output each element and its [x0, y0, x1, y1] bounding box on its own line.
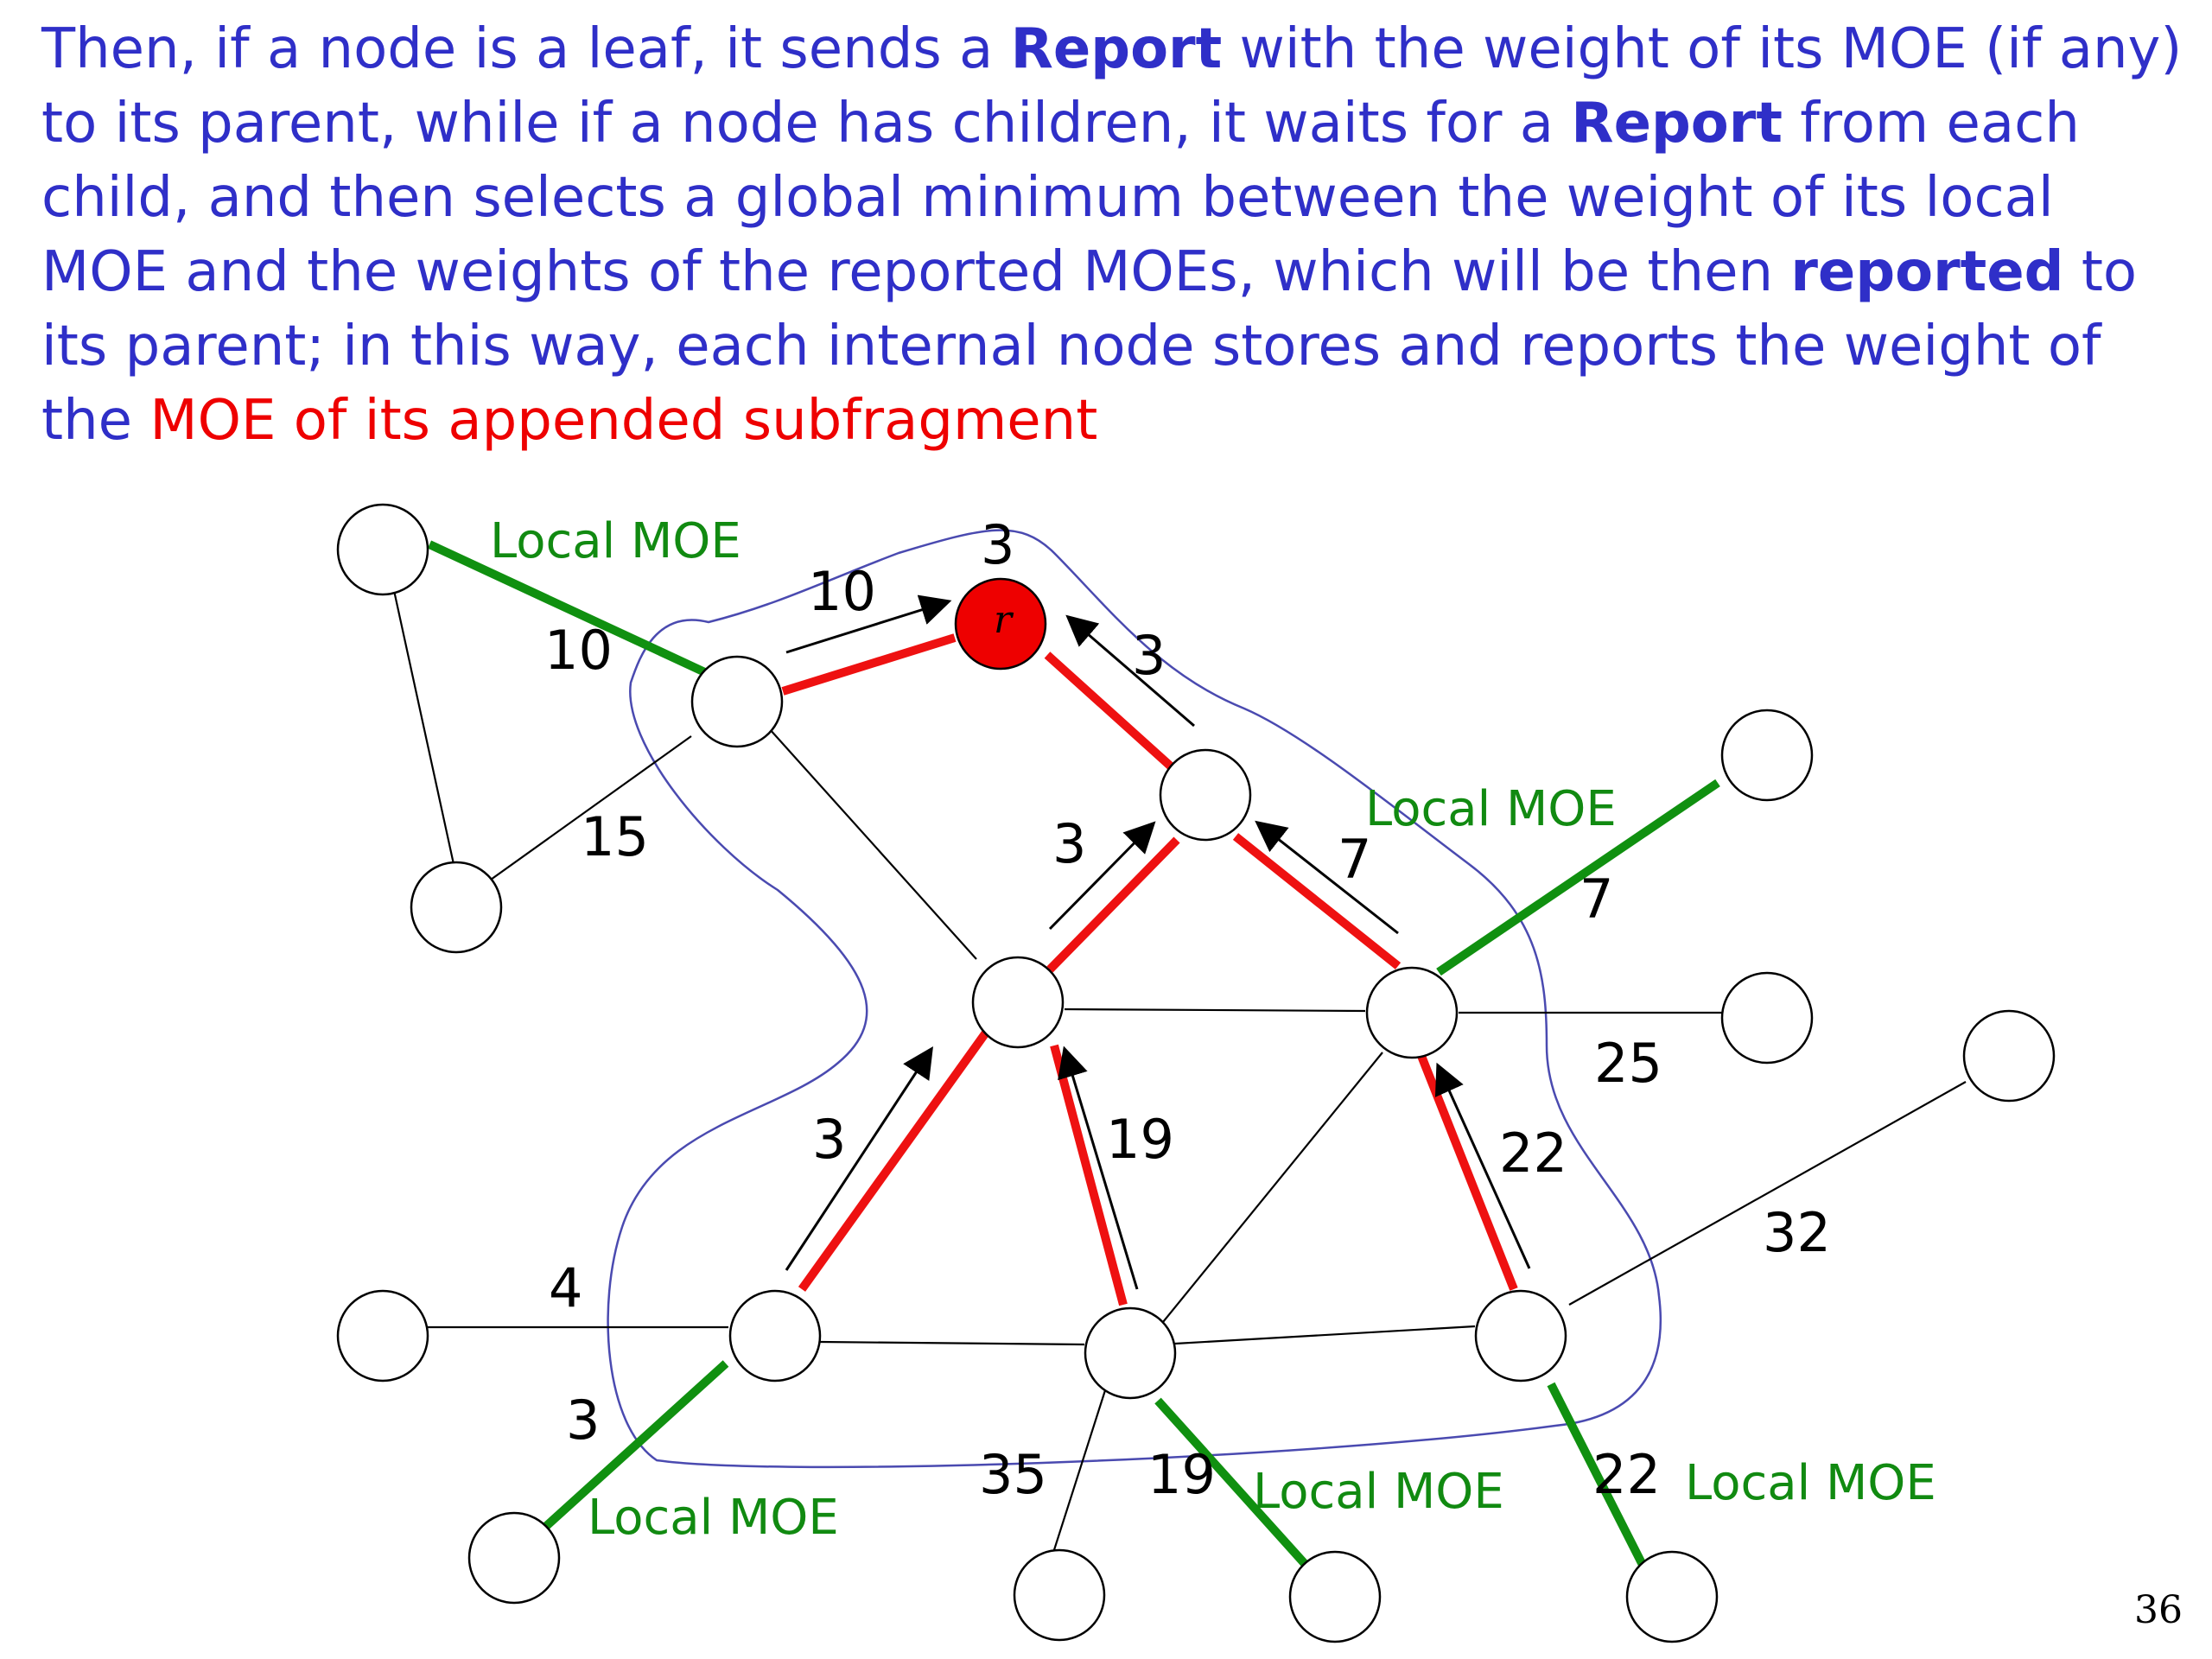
weight-label: 3: [1052, 812, 1086, 875]
edge-15: [490, 735, 692, 880]
edge-a-to-c: [768, 728, 977, 960]
fragment-boundary: [607, 529, 1662, 1469]
tree-edge-g-c: [1050, 1044, 1128, 1306]
arrow-report-b-root: [1065, 614, 1195, 728]
weight-label: 7: [1580, 868, 1613, 931]
weight-label: 3: [981, 513, 1014, 576]
edge-c-to-d: [1064, 1007, 1366, 1013]
node-middle-left-leaf: [410, 861, 503, 954]
local-moe-label-bottom-left: Local MOE: [588, 1490, 839, 1546]
tree-edge-c-b: [1046, 836, 1180, 973]
weight-label: 19: [1106, 1108, 1174, 1171]
moe-edge-top-left: [427, 540, 711, 678]
moe-edge-bottom-mid: [1154, 1397, 1310, 1569]
node-g: [1084, 1306, 1177, 1400]
edge-f-to-g: [819, 1340, 1085, 1346]
text-part-2: with the weight of its MOE (if any) to i…: [41, 17, 2183, 156]
edge-tl-to-ml: [383, 546, 455, 865]
node-b: [1159, 748, 1252, 842]
edge-g-to-h: [1174, 1325, 1476, 1345]
tree-edge-f-c: [798, 1024, 995, 1292]
local-moe-label-right: Local MOE: [1365, 781, 1617, 837]
node-bottom-3-leaf: [1288, 1550, 1382, 1643]
text-bold-report-2: Report: [1571, 92, 1783, 156]
node-bottom-1-leaf: [467, 1511, 561, 1605]
weight-label: 3: [1132, 624, 1166, 687]
node-c: [971, 956, 1065, 1049]
node-bottom-left-leaf: [336, 1289, 429, 1382]
local-moe-label-bottom-right: Local MOE: [1685, 1455, 1936, 1511]
tree-edge-root-b: [1044, 652, 1174, 770]
moe-edge-bottom-left: [539, 1360, 729, 1533]
text-part-4: to its parent; in this way, each interna…: [41, 240, 2138, 453]
edge-d-to-g: [1162, 1052, 1383, 1323]
arrow-report-a-root: [785, 594, 952, 654]
weight-label: 3: [812, 1108, 846, 1171]
slide-paragraph: Then, if a node is a leaf, it sends a Re…: [41, 12, 2184, 458]
weight-label: 25: [1594, 1032, 1662, 1095]
local-moe-label-top: Local MOE: [490, 513, 741, 569]
text-part-3: from each child, and then selects a glob…: [41, 92, 2080, 304]
text-red-highlight: MOE of its appended subfragment: [149, 389, 1098, 453]
weight-label: 10: [544, 619, 613, 682]
weight-label: 15: [581, 805, 649, 868]
text-part-1: Then, if a node is a leaf, it sends a: [41, 17, 1011, 81]
node-bottom-2-leaf: [1013, 1548, 1106, 1642]
node-bottom-4-leaf: [1625, 1550, 1719, 1643]
weight-label: 32: [1763, 1201, 1831, 1264]
node-right-top-leaf: [1720, 709, 1814, 802]
tree-edge-a-root: [781, 633, 957, 696]
weight-label: 7: [1338, 828, 1371, 891]
node-root: [954, 577, 1047, 671]
node-far-right-leaf: [1962, 1009, 2056, 1103]
node-f: [728, 1289, 822, 1382]
moe-edge-bottom-right: [1547, 1382, 1649, 1571]
weight-label: 4: [549, 1256, 582, 1319]
arrow-report-h-d: [1434, 1062, 1531, 1269]
arrow-report-d-b: [1255, 820, 1399, 935]
arrow-report-g-c: [1058, 1046, 1139, 1290]
node-h: [1474, 1289, 1567, 1382]
text-bold-reported: reported: [1790, 240, 2064, 304]
arrow-report-c-b: [1048, 821, 1156, 931]
edge-32: [1568, 1081, 1967, 1306]
local-moe-label-bottom-mid: Local MOE: [1253, 1464, 1504, 1520]
weight-label: 10: [808, 560, 876, 623]
weight-label: 22: [1499, 1122, 1567, 1185]
arrow-report-f-c: [785, 1046, 933, 1271]
node-a: [690, 655, 784, 748]
node-d: [1365, 966, 1459, 1059]
page-number: 36: [2134, 1588, 2183, 1632]
tree-edge-d-b: [1232, 833, 1402, 969]
node-right-mid-leaf: [1720, 971, 1814, 1065]
root-label: r: [994, 598, 1014, 642]
moe-edge-right: [1436, 779, 1720, 976]
edge-35: [1051, 1387, 1108, 1556]
node-top-left-leaf: [336, 503, 429, 596]
text-bold-report-1: Report: [1010, 17, 1223, 81]
weight-label: 22: [1592, 1443, 1661, 1506]
weight-label: 19: [1147, 1443, 1216, 1506]
weight-label: 35: [979, 1443, 1047, 1506]
weight-label: 3: [566, 1389, 600, 1452]
